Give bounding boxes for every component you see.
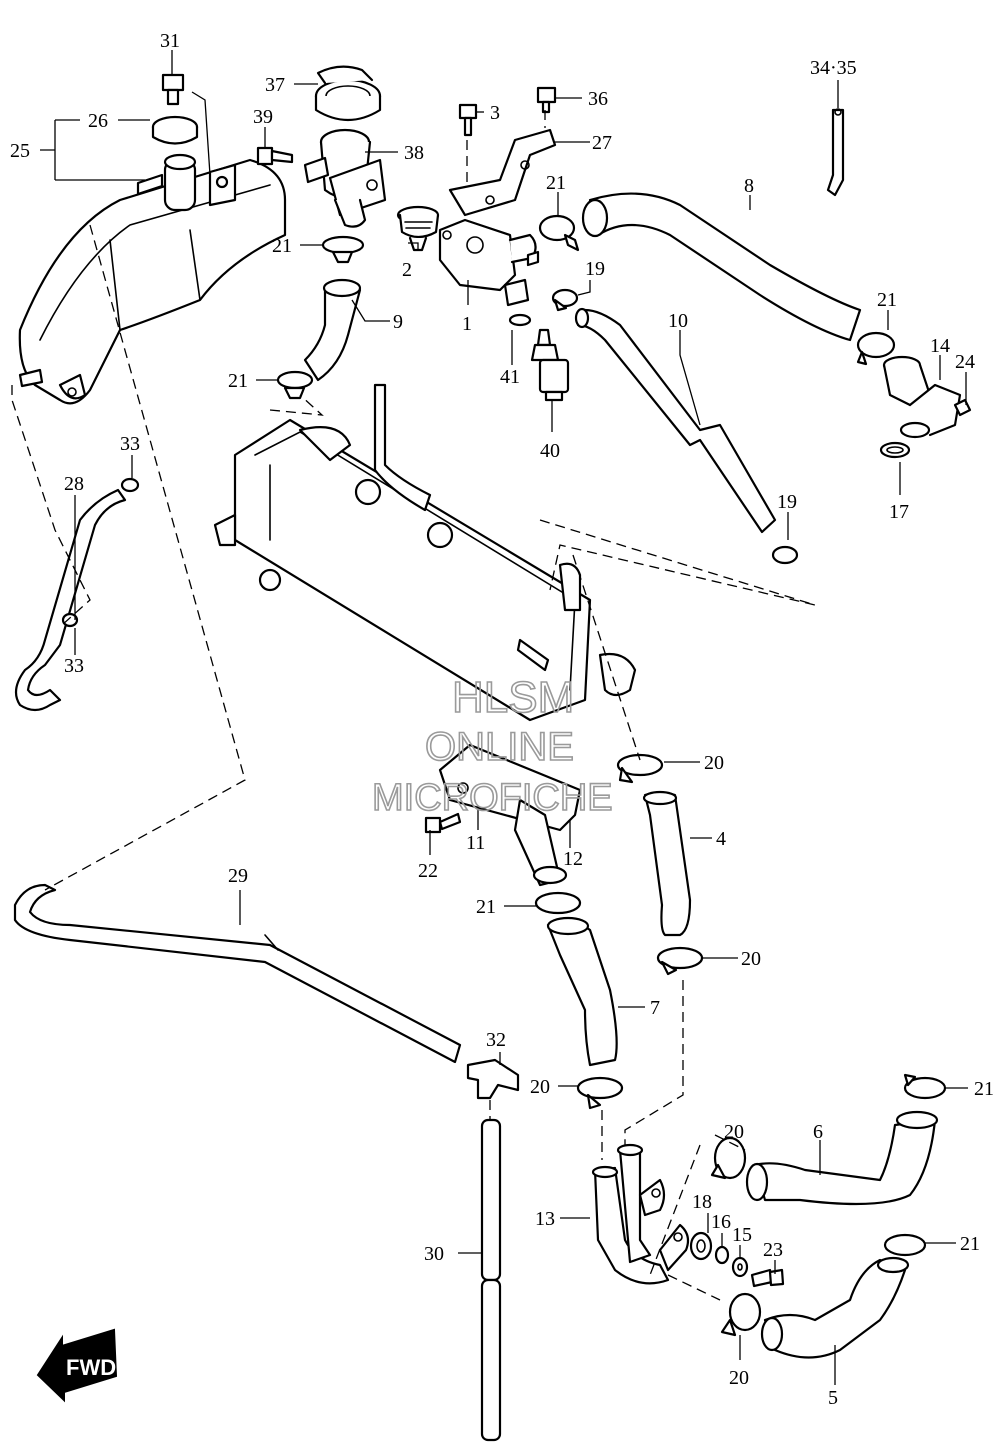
callout-16: 16: [711, 1211, 731, 1233]
callout-22: 22: [418, 860, 438, 882]
hose-clamp-band: [826, 108, 845, 197]
callout-12: 12: [563, 848, 583, 870]
hose-clamps: [61, 214, 947, 1337]
callout-21-f: 21: [974, 1078, 994, 1100]
watermark-line3: MICROFICHE: [372, 777, 613, 819]
callout-25: 25: [10, 140, 30, 162]
callout-11: 11: [466, 832, 485, 854]
callout-21-a: 21: [272, 235, 292, 257]
callout-15: 15: [732, 1224, 752, 1246]
hose-5: [760, 1256, 910, 1359]
reservoir-tank: [18, 153, 287, 405]
callout-40: 40: [540, 440, 560, 462]
callout-8: 8: [744, 175, 754, 197]
cover-11-12: [438, 743, 582, 887]
callout-7: 7: [650, 997, 660, 1019]
callout-19-a: 19: [585, 258, 605, 280]
callout-32: 32: [486, 1029, 506, 1051]
watermark-line2: ONLINE: [425, 725, 574, 769]
callout-23: 23: [763, 1239, 783, 1261]
callout-1: 1: [462, 313, 472, 335]
radiator: [213, 383, 637, 722]
leader-lines: [40, 50, 968, 1385]
callout-21-g: 21: [960, 1233, 980, 1255]
callout-numbers: 31 26 25 37 39 38 21 2 9 21 1 3 36 27 21…: [10, 30, 994, 1409]
callout-39: 39: [253, 106, 273, 128]
callout-21-b: 21: [228, 370, 248, 392]
callout-9: 9: [393, 311, 403, 333]
callout-34-35: 34·35: [810, 57, 857, 79]
bolt-36: [536, 86, 557, 114]
callout-41: 41: [500, 366, 520, 388]
callout-6: 6: [813, 1121, 823, 1143]
thermostat: [396, 205, 440, 252]
breather-hose-28: [14, 488, 127, 712]
forward-direction-arrow: FWD: [36, 1328, 118, 1403]
callout-20-c: 20: [530, 1076, 550, 1098]
hose-8: [581, 192, 862, 342]
water-fitting-14: [879, 355, 972, 459]
bolt-31: [161, 73, 185, 106]
fwd-label: FWD: [66, 1355, 116, 1380]
callout-33-a: 33: [120, 433, 140, 455]
callout-20-a: 20: [704, 752, 724, 774]
collar-16: [714, 1245, 730, 1265]
callout-18: 18: [692, 1191, 712, 1213]
assembly-dashed-lines: [11, 110, 816, 1301]
bolt-39: [256, 146, 294, 166]
reservoir-cap: [151, 115, 199, 145]
callout-4: 4: [716, 828, 726, 850]
temperature-sensor: [508, 313, 570, 402]
bolt-22: [424, 812, 462, 834]
callout-26: 26: [88, 110, 108, 132]
joint-32: [466, 1058, 520, 1100]
callout-3: 3: [490, 102, 500, 124]
callout-10: 10: [668, 310, 688, 332]
hose-7: [546, 916, 618, 1067]
callout-28: 28: [64, 473, 84, 495]
callout-20-b: 20: [741, 948, 761, 970]
hose-10: [574, 307, 777, 534]
hose-6: [745, 1110, 939, 1206]
thermostat-case: [438, 218, 540, 307]
callout-37: 37: [265, 74, 285, 96]
water-outlet-38: [303, 65, 387, 228]
callout-24: 24: [955, 351, 975, 373]
callout-27: 27: [592, 132, 612, 154]
hose-4: [642, 790, 692, 937]
callout-13: 13: [535, 1208, 555, 1230]
callout-29: 29: [228, 865, 248, 887]
callout-17: 17: [889, 501, 909, 523]
hose-9: [303, 278, 362, 382]
watermark: HLSM ONLINE MICROFICHE: [371, 672, 613, 820]
callout-21-e: 21: [476, 896, 496, 918]
callout-30: 30: [424, 1243, 444, 1265]
water-pipe-13: [591, 1143, 690, 1285]
callout-21-d: 21: [877, 289, 897, 311]
watermark-line1: HLSM: [452, 673, 574, 722]
bolt-23: [750, 1268, 785, 1288]
callout-31: 31: [160, 30, 180, 52]
callout-5: 5: [828, 1387, 838, 1409]
callout-38: 38: [404, 142, 424, 164]
bracket-27: [448, 128, 557, 217]
callout-19-b: 19: [777, 491, 797, 513]
callout-2: 2: [402, 259, 412, 281]
bolt-3: [458, 103, 478, 137]
callout-14: 14: [930, 335, 950, 357]
callout-20-d: 20: [724, 1121, 744, 1143]
callout-36: 36: [588, 88, 608, 110]
drain-hose-30: [480, 1118, 502, 1442]
overflow-hose-29: [13, 883, 462, 1064]
callout-33-b: 33: [64, 655, 84, 677]
washer-15: [731, 1256, 749, 1278]
grommet-18: [689, 1231, 713, 1261]
callout-21-c: 21: [546, 172, 566, 194]
callout-20-e: 20: [729, 1367, 749, 1389]
